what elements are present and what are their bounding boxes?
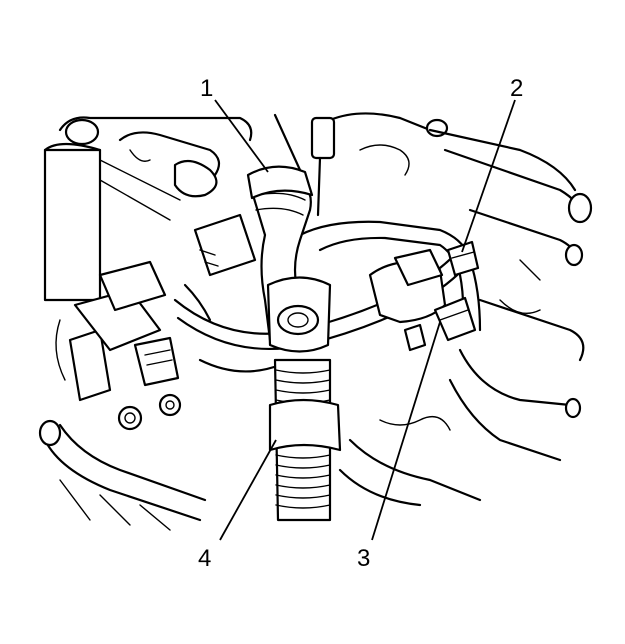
callout-2: 2 <box>510 75 523 102</box>
leader-line-1 <box>214 99 269 173</box>
callout-1: 1 <box>200 75 213 102</box>
corrugated-conduit <box>266 276 342 522</box>
leader-line-4 <box>219 439 277 541</box>
leader-line-3 <box>371 321 441 541</box>
callout-4: 4 <box>198 545 211 572</box>
leader-lines <box>214 99 516 541</box>
connector-item <box>368 248 477 352</box>
left-connectors <box>73 213 257 387</box>
callout-3: 3 <box>357 545 370 572</box>
leader-line-2 <box>461 99 516 253</box>
engine-background <box>38 112 593 531</box>
